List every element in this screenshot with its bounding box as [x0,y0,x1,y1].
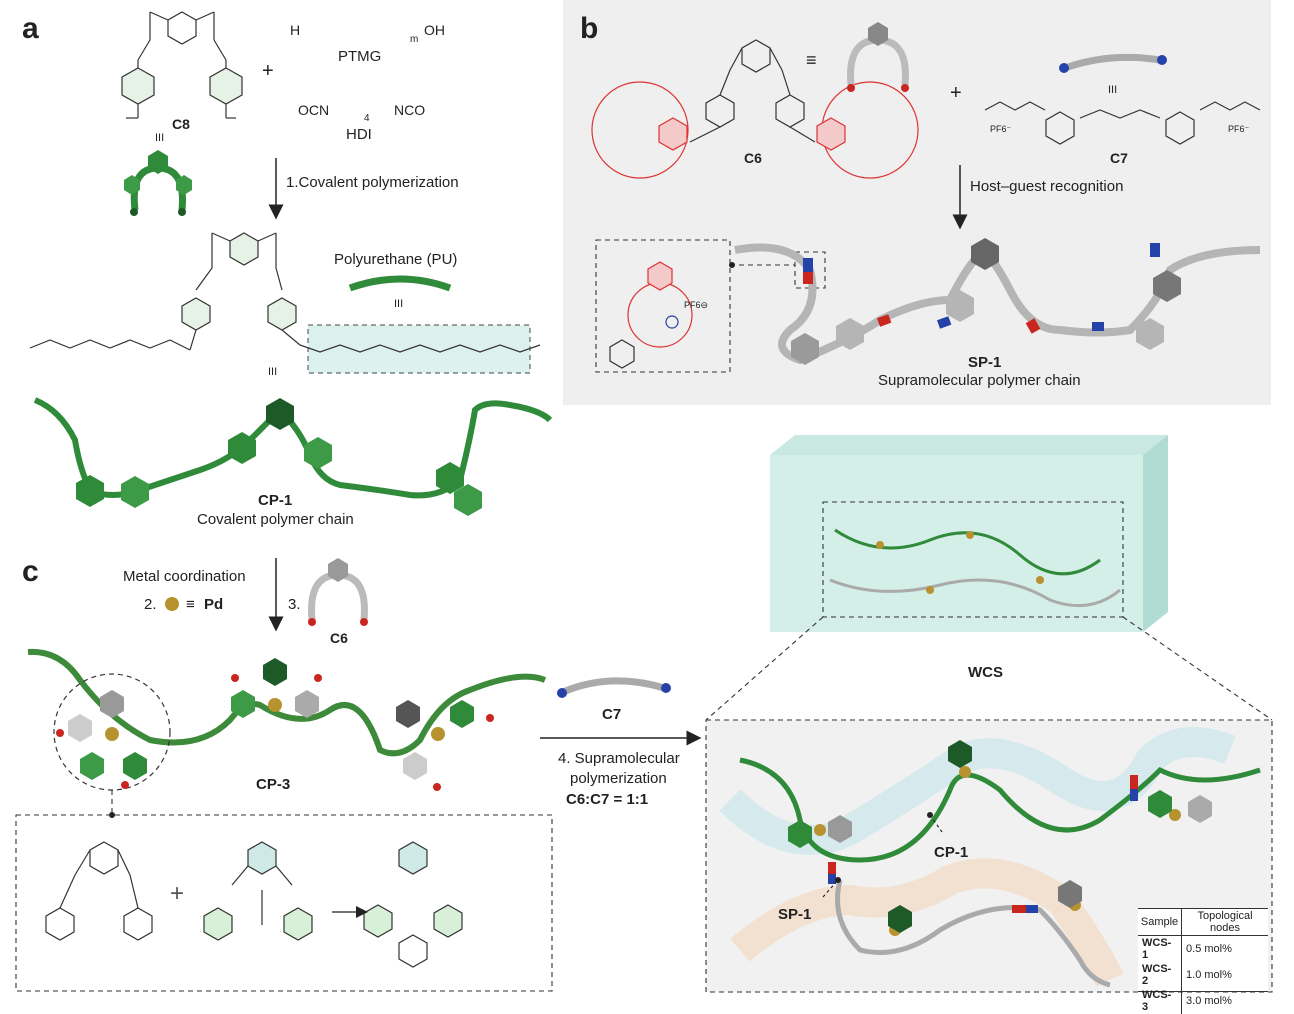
zoom-line-right [1122,616,1273,721]
ptmg-oh: OH [424,22,445,38]
sp1-desc: Supramolecular polymer chain [878,372,1081,389]
ptmg-label: PTMG [338,48,382,65]
c6-icon [847,22,909,92]
pd-equiv: ≡ [186,596,195,613]
hdi-sub: 4 [364,113,370,124]
c6-small-icon [308,558,368,626]
sp1-name: SP-1 [968,354,1002,371]
wcs-block [770,435,1168,632]
step4-line2: polymerization [570,770,667,787]
zoom-line-left [705,616,824,721]
table-row: WCS-2 1.0 mol% [1138,962,1268,988]
panel-label-a: a [22,12,39,45]
c6-small-label: C6 [330,630,348,646]
c8-label: C8 [172,116,190,132]
sp1-inset-box [595,239,731,373]
c7-structure [984,101,1261,145]
table-cell-sample: WCS-1 [1138,935,1183,962]
hdi-nco: NCO [394,102,426,118]
table-cell-value: 1.0 mol% [1186,969,1232,981]
panel-label-c: c [22,555,39,588]
step2-num: 2. [144,596,157,613]
cp1-desc: Covalent polymer chain [197,511,354,528]
table-cell-value: 3.0 mol% [1186,995,1232,1007]
c6-structure [591,39,919,179]
step1-label: 1.Covalent polymerization [286,174,459,191]
table-row: WCS-3 3.0 mol% [1138,988,1268,1014]
c8-structure [121,11,243,119]
sp1-chain [734,238,1261,365]
inset-counterion: PF6⊖ [684,300,709,310]
hdi-label: HDI [346,126,372,143]
hdi-ocn: OCN [298,102,330,118]
c7-icon [1059,53,1167,73]
pd-ball-icon [165,597,179,611]
ptmg-m: m [410,34,419,45]
pu-icon [348,275,452,292]
table-row: WCS-1 0.5 mol% [1138,935,1268,962]
table-cell-value: 0.5 mol% [1186,943,1232,955]
inset-dot [729,262,735,268]
table-header-nodes: Topological nodes [1181,909,1268,936]
coordination-structures [45,841,463,968]
table-header-sample: Sample [1138,909,1183,936]
ptmg-h: H [290,22,301,38]
step3-num: 3. [288,596,301,613]
c7-counterion-right: PF6⁻ [1228,124,1250,134]
pu-equiv: III [394,298,404,310]
c6-equiv: ≡ [806,50,817,70]
table-cell-sample: WCS-3 [1138,988,1183,1014]
wcs-zoom [705,719,1273,993]
step4-line1: 4. Supramolecular [558,750,680,767]
c7-label: C7 [1110,150,1128,166]
zoom-cp1-label: CP-1 [934,844,969,861]
c7-small-label: C7 [602,706,622,723]
table-cell-sample: WCS-2 [1138,962,1183,988]
ratio-label: C6:C7 = 1:1 [566,791,649,808]
plus-a: + [262,60,274,82]
c8-icon [124,150,192,216]
cp3-connector-dot [109,812,115,818]
plus-c: + [170,880,185,907]
cp1-monomer-structure [29,232,541,353]
c7-counterion-left: PF6⁻ [990,124,1012,134]
coordination-box [15,814,553,992]
c6-label: C6 [744,150,762,166]
cp3-chain [27,648,547,791]
c7-equiv: III [1108,84,1118,96]
c8-equiv: III [155,132,165,144]
plus-b: + [950,82,962,104]
hostguest-label: Host–guest recognition [970,178,1124,195]
panel-label-b: b [580,12,599,45]
c7-small-icon [557,677,671,698]
pd-label: Pd [204,596,224,613]
cp3-name: CP-3 [256,776,291,793]
pu-label: Polyurethane (PU) [334,251,458,268]
inset-structure [609,261,693,369]
cp1-equiv: III [268,366,278,378]
zoom-sp1-label: SP-1 [778,906,812,923]
cp1-name: CP-1 [258,492,293,509]
wcs-label: WCS [968,664,1003,681]
pu-highlight-box [307,324,531,374]
cp1-chain [33,397,553,516]
step2-label: Metal coordination [123,568,246,585]
topological-nodes-table: Sample Topological nodes WCS-1 0.5 mol% … [1138,908,1268,1014]
